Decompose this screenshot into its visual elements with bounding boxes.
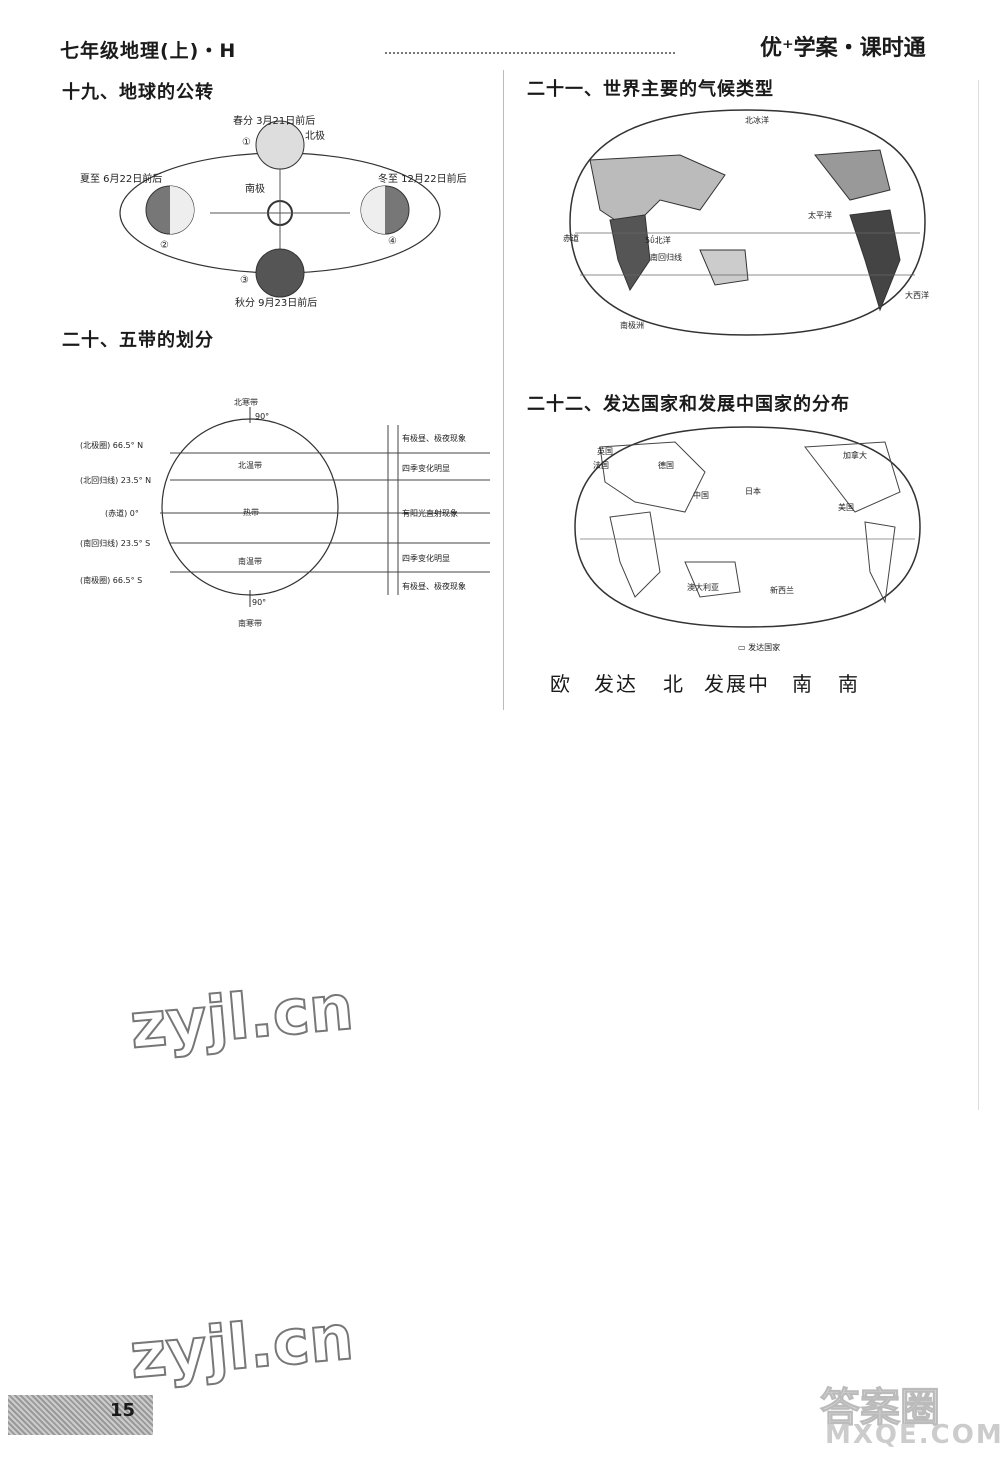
orbit-diagram: [60, 105, 500, 315]
section-22-title: 二十二、发达国家和发展中国家的分布: [527, 394, 850, 415]
header-left-title: 七年级地理(上)・H: [60, 40, 237, 62]
feature-2: 四季变化明显: [402, 464, 450, 473]
marker-1: ①: [242, 137, 251, 148]
country-japan: 日本: [745, 487, 761, 496]
climate-map: [550, 100, 945, 345]
line-arctic: (北极圈) 66.5° N: [80, 441, 144, 450]
autumn-label: 秋分 9月23日前后: [235, 298, 318, 309]
answer-5: 南: [838, 672, 860, 696]
map21-label-1: 太平洋: [808, 211, 832, 220]
feature-3: 有阳光直射现象: [402, 509, 458, 518]
map22-legend: ▭ 发达国家: [738, 643, 781, 652]
page-edge-line: [978, 80, 979, 1110]
map21-label-5: 大西洋: [905, 291, 929, 300]
answer-4: 南: [792, 672, 814, 696]
marker-3: ③: [240, 275, 249, 286]
zone-south-temperate: 南温带: [238, 557, 262, 566]
header-right-title: 优⁺学案・课时通: [760, 36, 926, 61]
section-20-title: 二十、五带的划分: [62, 330, 214, 351]
winter-label: 冬至 12月22日前后: [378, 174, 467, 185]
country-uk: 英国: [597, 447, 613, 456]
answer-1: 发达: [594, 672, 638, 696]
map21-label-6: 5ΰ北洋: [645, 236, 671, 245]
watermark-2: zyjl.cn: [126, 1299, 357, 1393]
answer-2: 北: [663, 672, 685, 696]
zone-tropical: 热带: [243, 508, 259, 517]
south-pole-label: 南极: [245, 184, 265, 195]
country-canada: 加拿大: [843, 451, 867, 460]
development-map: [565, 422, 930, 632]
zone-south-frigid: 南寒带: [238, 619, 262, 628]
deg-bottom: 90°: [252, 598, 267, 607]
answer-0: 欧: [550, 672, 572, 696]
map21-label-3: 南回归线: [650, 253, 682, 262]
header-divider: [385, 52, 675, 54]
map21-label-0: 北冰洋: [745, 116, 769, 125]
north-pole-label: 北极: [305, 131, 325, 142]
line-cancer: (北回归线) 23.5° N: [80, 476, 152, 485]
deg-top: 90°: [255, 412, 270, 421]
country-usa: 美国: [838, 503, 854, 512]
zones-diagram: [80, 395, 500, 635]
map21-label-4: 南极洲: [620, 321, 644, 330]
spring-label: 春分 3月21日前后: [233, 116, 316, 127]
country-germany: 德国: [658, 461, 674, 470]
section-21-title: 二十一、世界主要的气候类型: [527, 79, 774, 100]
line-equator: (赤道) 0°: [105, 509, 139, 518]
zone-north-frigid: 北寒带: [234, 398, 258, 407]
summer-label: 夏至 6月22日前后: [80, 174, 163, 185]
feature-1: 有极昼、极夜现象: [402, 434, 466, 443]
line-capricorn: (南回归线) 23.5° S: [80, 539, 151, 548]
feature-5: 有极昼、极夜现象: [402, 582, 466, 591]
marker-4: ④: [388, 236, 397, 247]
country-china: 中国: [693, 491, 709, 500]
corner-logo: 答案圈: [820, 1385, 941, 1432]
country-australia: 澳大利亚: [687, 583, 719, 592]
zone-north-temperate: 北温带: [238, 461, 262, 470]
answer-3: 发展中: [704, 672, 770, 696]
country-france: 法国: [593, 461, 609, 470]
corner-url: MXQE.COM: [825, 1420, 1000, 1450]
marker-2: ②: [160, 240, 169, 251]
country-nz: 新西兰: [770, 586, 794, 595]
page-number: 15: [110, 1400, 136, 1421]
footer-bar: [8, 1395, 153, 1435]
map21-label-2: 赤道: [563, 234, 579, 243]
watermark-1: zyjl.cn: [126, 969, 357, 1063]
column-divider: [503, 70, 504, 710]
line-antarctic: (南极圈) 66.5° S: [80, 576, 143, 585]
feature-4: 四季变化明显: [402, 554, 450, 563]
section-19-title: 十九、地球的公转: [62, 82, 214, 103]
